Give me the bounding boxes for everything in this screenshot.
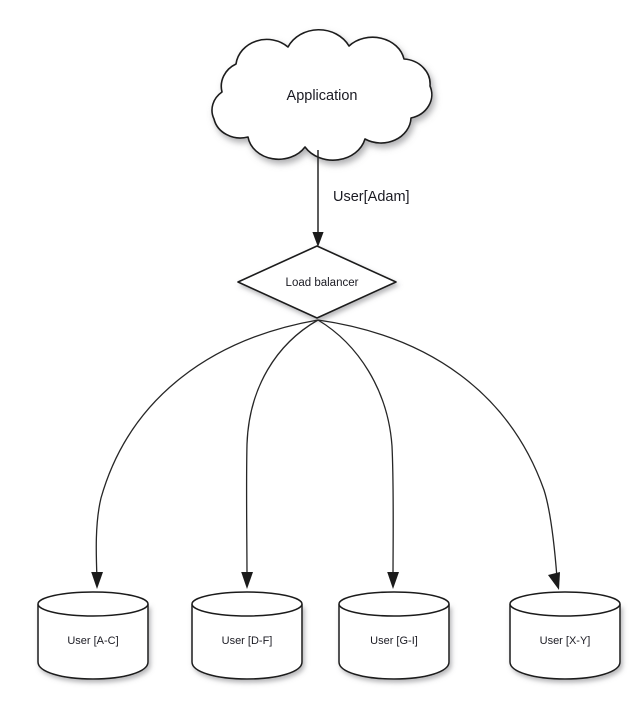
edge-balancer-to-store-3 (317, 319, 399, 589)
load-balancer-shape (237, 245, 397, 319)
store-2-top-ellipse (191, 591, 303, 617)
edge-balancer-to-store-1 (91, 319, 319, 589)
edge-balancer-to-store-2 (241, 319, 319, 589)
node-application-cloud[interactable]: Application (211, 28, 433, 161)
application-label: Application (287, 88, 358, 104)
arrow-head-store-3 (387, 572, 399, 589)
store-3-top-ellipse (338, 591, 450, 617)
arrow-head-store-1 (91, 572, 103, 589)
load-balancer-label: Load balancer (286, 277, 359, 289)
store-2-body (191, 604, 303, 680)
node-store-1[interactable]: User [A-C] (37, 591, 149, 680)
node-store-3[interactable]: User [G-I] (338, 591, 450, 680)
store-4-body (509, 604, 621, 680)
edge-balancer-to-store-4 (317, 319, 560, 590)
edge-curve-store-4 (317, 319, 558, 579)
store-1-body (37, 604, 149, 680)
edge-curve-store-1 (95, 319, 319, 580)
arrow-head-app-balancer (312, 232, 324, 247)
store-1-label: User [A-C] (67, 635, 118, 647)
arrow-head-store-4 (548, 572, 560, 590)
edge-label-user-adam: User[Adam] (333, 189, 410, 205)
store-1-top-ellipse (37, 591, 149, 617)
store-3-label: User [G-I] (370, 635, 418, 647)
node-store-2[interactable]: User [D-F] (191, 591, 303, 680)
node-load-balancer-diamond[interactable]: Load balancer (237, 245, 397, 319)
edge-curve-store-3 (317, 319, 394, 580)
node-store-4[interactable]: User [X-Y] (509, 591, 621, 680)
edge-curve-store-2 (245, 319, 319, 580)
arrow-head-store-2 (241, 572, 253, 589)
edge-app-to-balancer: User[Adam] (312, 150, 410, 247)
store-4-top-ellipse (509, 591, 621, 617)
store-3-body (338, 604, 450, 680)
store-2-label: User [D-F] (222, 635, 273, 647)
store-4-label: User [X-Y] (540, 635, 591, 647)
